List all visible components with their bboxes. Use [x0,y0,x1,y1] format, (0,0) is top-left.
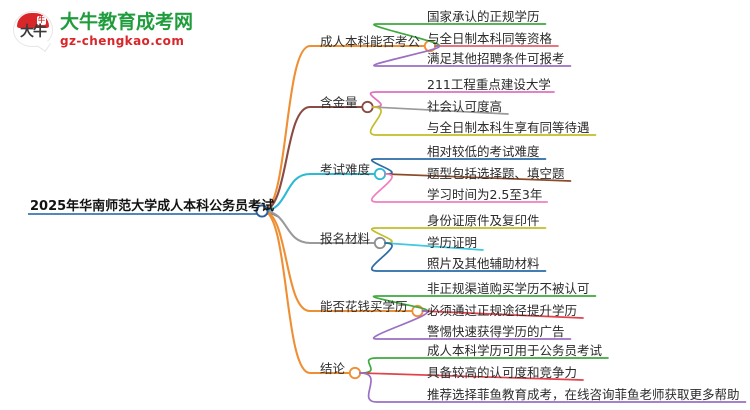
mindmap-leaf-label[interactable]: 211工程重点建设大学 [427,77,551,92]
logo-subtitle: gz-chengkao.com [60,34,185,48]
mindmap-leaf-label[interactable]: 满足其他招聘条件可报考 [427,51,565,66]
mindmap-leaf-label[interactable]: 警惕快速获得学历的广告 [427,324,565,339]
mindmap-leaf-label[interactable]: 照片及其他辅助材料 [427,256,540,271]
mindmap-branch-label[interactable]: 报名材料 [320,231,371,246]
mindmap-branch-label[interactable]: 含金量 [320,95,358,110]
mindmap-leaf-label[interactable]: 相对较低的考试难度 [427,144,540,159]
mindmap-leaf-label[interactable]: 学习时间为2.5至3年 [427,187,543,202]
mindmap-leaf-label[interactable]: 社会认可度高 [427,99,503,114]
mindmap-leaf-label[interactable]: 身份证原件及复印件 [427,213,540,228]
logo-wordmark: 大牛教育成考网 gz-chengkao.com [60,11,193,48]
bubble-cap-badge-text: 牛 [38,16,45,24]
mindmap-leaf-label[interactable]: 题型包括选择题、填空题 [427,166,565,181]
mindmap-branch-label[interactable]: 结论 [320,361,346,376]
speech-bubble-logo-icon: 牛 大牛 [12,10,56,52]
mindmap-leaf-label[interactable]: 推荐选择菲鱼教育成考，在线咨询菲鱼老师获取更多帮助 [427,387,740,402]
logo-mark-text: 大牛 [20,24,47,40]
mindmap-leaf-label[interactable]: 学历证明 [427,235,478,250]
mindmap-leaf-label[interactable]: 国家承认的正规学历 [427,9,540,24]
mindmap-leaf-label[interactable]: 非正规渠道购买学历不被认可 [427,281,590,296]
mindmap-branch-label[interactable]: 成人本科能否考公 [320,34,421,49]
mindmap-branch-label[interactable]: 能否花钱买学历 [320,299,408,314]
logo-title: 大牛教育成考网 [60,11,194,33]
bubble-cap-badge: 牛 [37,16,46,25]
mindmap-leaf-label[interactable]: 具备较高的认可度和竞争力 [427,365,578,380]
mindmap-leaf-label[interactable]: 与全日制本科生享有同等待遇 [427,120,590,135]
mindmap-branch-label[interactable]: 考试难度 [320,162,371,177]
mindmap-root-label[interactable]: 2025年华南师范大学成人本科公务员考试 [30,199,275,214]
mindmap-leaf-label[interactable]: 与全日制本科同等资格 [427,31,553,46]
mindmap-leaf-label[interactable]: 必须通过正规途径提升学历 [427,303,578,318]
mindmap-leaf-label[interactable]: 成人本科学历可用于公务员考试 [427,343,603,358]
bubble-red-cap: 牛 [17,13,49,28]
site-logo: 牛 大牛 大牛教育成考网 gz-chengkao.com [12,8,193,54]
